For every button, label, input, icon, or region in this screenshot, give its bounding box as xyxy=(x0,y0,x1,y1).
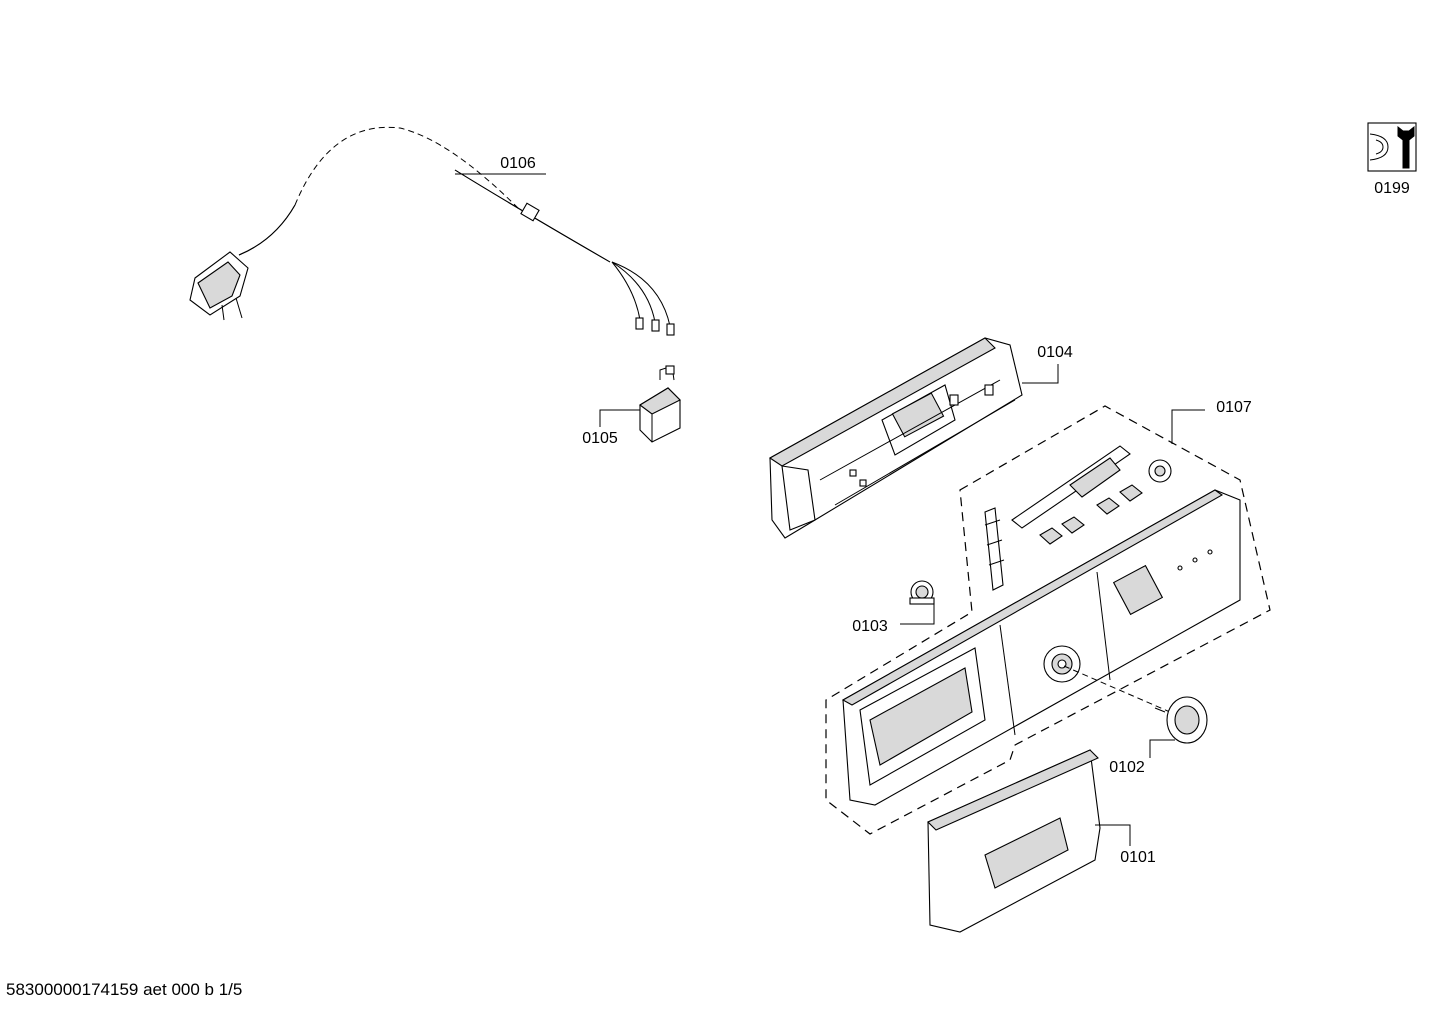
control-panel-fascia[interactable] xyxy=(841,489,1241,806)
part-label-0107: 0107 xyxy=(1216,399,1252,416)
assembly-group-outline xyxy=(825,405,1271,835)
push-buttons[interactable] xyxy=(1039,459,1172,545)
part-label-0199: 0199 xyxy=(1374,180,1410,197)
part-label-0101: 0101 xyxy=(1120,849,1156,866)
detergent-drawer-handle[interactable] xyxy=(927,749,1101,933)
control-module-housing[interactable] xyxy=(768,337,1023,539)
light-guide-strip[interactable] xyxy=(984,445,1131,591)
document-footer-code: 58300000174159 aet 000 b 1/5 xyxy=(6,980,243,999)
part-label-0103: 0103 xyxy=(852,618,888,635)
interference-filter[interactable] xyxy=(639,365,681,443)
power-cord[interactable] xyxy=(189,126,675,336)
part-label-0106: 0106 xyxy=(500,155,536,172)
small-knob[interactable] xyxy=(909,580,935,605)
program-selector-knob[interactable] xyxy=(1154,696,1208,744)
part-label-0104: 0104 xyxy=(1037,344,1073,361)
part-label-0102: 0102 xyxy=(1109,759,1145,776)
service-wrench-icon[interactable] xyxy=(1367,122,1417,172)
part-label-0105: 0105 xyxy=(582,430,618,447)
